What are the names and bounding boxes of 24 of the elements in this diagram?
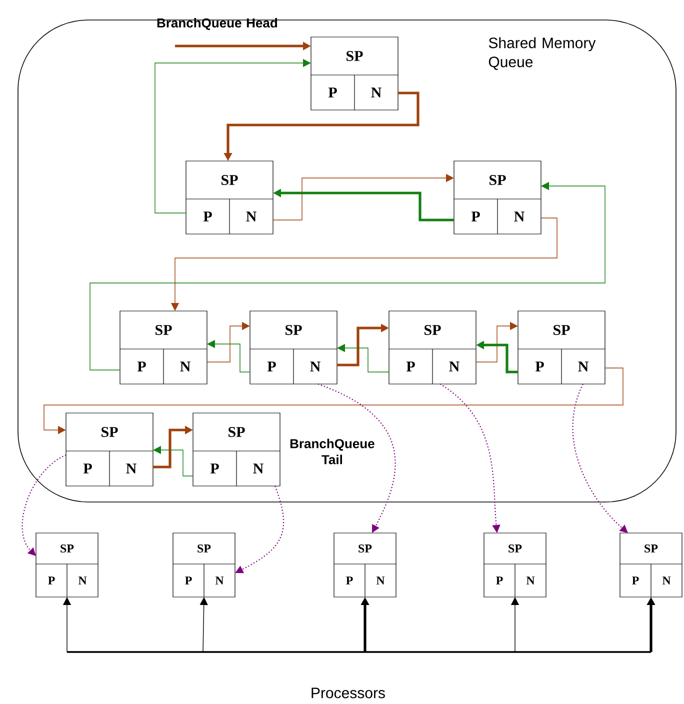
- node-box: SP P N: [120, 310, 208, 384]
- arrow: [206, 322, 250, 362]
- node-box: SP P N BranchQueue Tail: [192, 412, 374, 486]
- queue-label: BranchQueue Head: [157, 18, 278, 30]
- node-box: SP P N: [310, 36, 398, 110]
- node-box: SP P N: [454, 160, 542, 234]
- processor-box: SP P N: [172, 532, 236, 598]
- node-box: SP P N: [518, 310, 606, 384]
- dotted-arrow: [572, 384, 628, 533]
- dotted-arrow: [22, 454, 66, 556]
- arrow: [200, 597, 208, 652]
- arrow: [476, 322, 518, 362]
- processor-box: SP P N: [620, 532, 682, 598]
- node-box: SP P N: [186, 160, 274, 234]
- node-label: BranchQueue Tail: [290, 438, 374, 464]
- node-box: SP P N: [388, 310, 476, 384]
- arrow: [154, 58, 311, 214]
- processor-box: SP P N: [334, 532, 396, 598]
- processor-box: SP P N: [36, 532, 98, 598]
- processor-box: SP P N: [484, 532, 546, 598]
- node-box: SP P N: [66, 412, 154, 486]
- node-box: SP P N: [250, 310, 338, 384]
- arrow: [272, 174, 454, 220]
- caption-text: Processors: [312, 688, 385, 698]
